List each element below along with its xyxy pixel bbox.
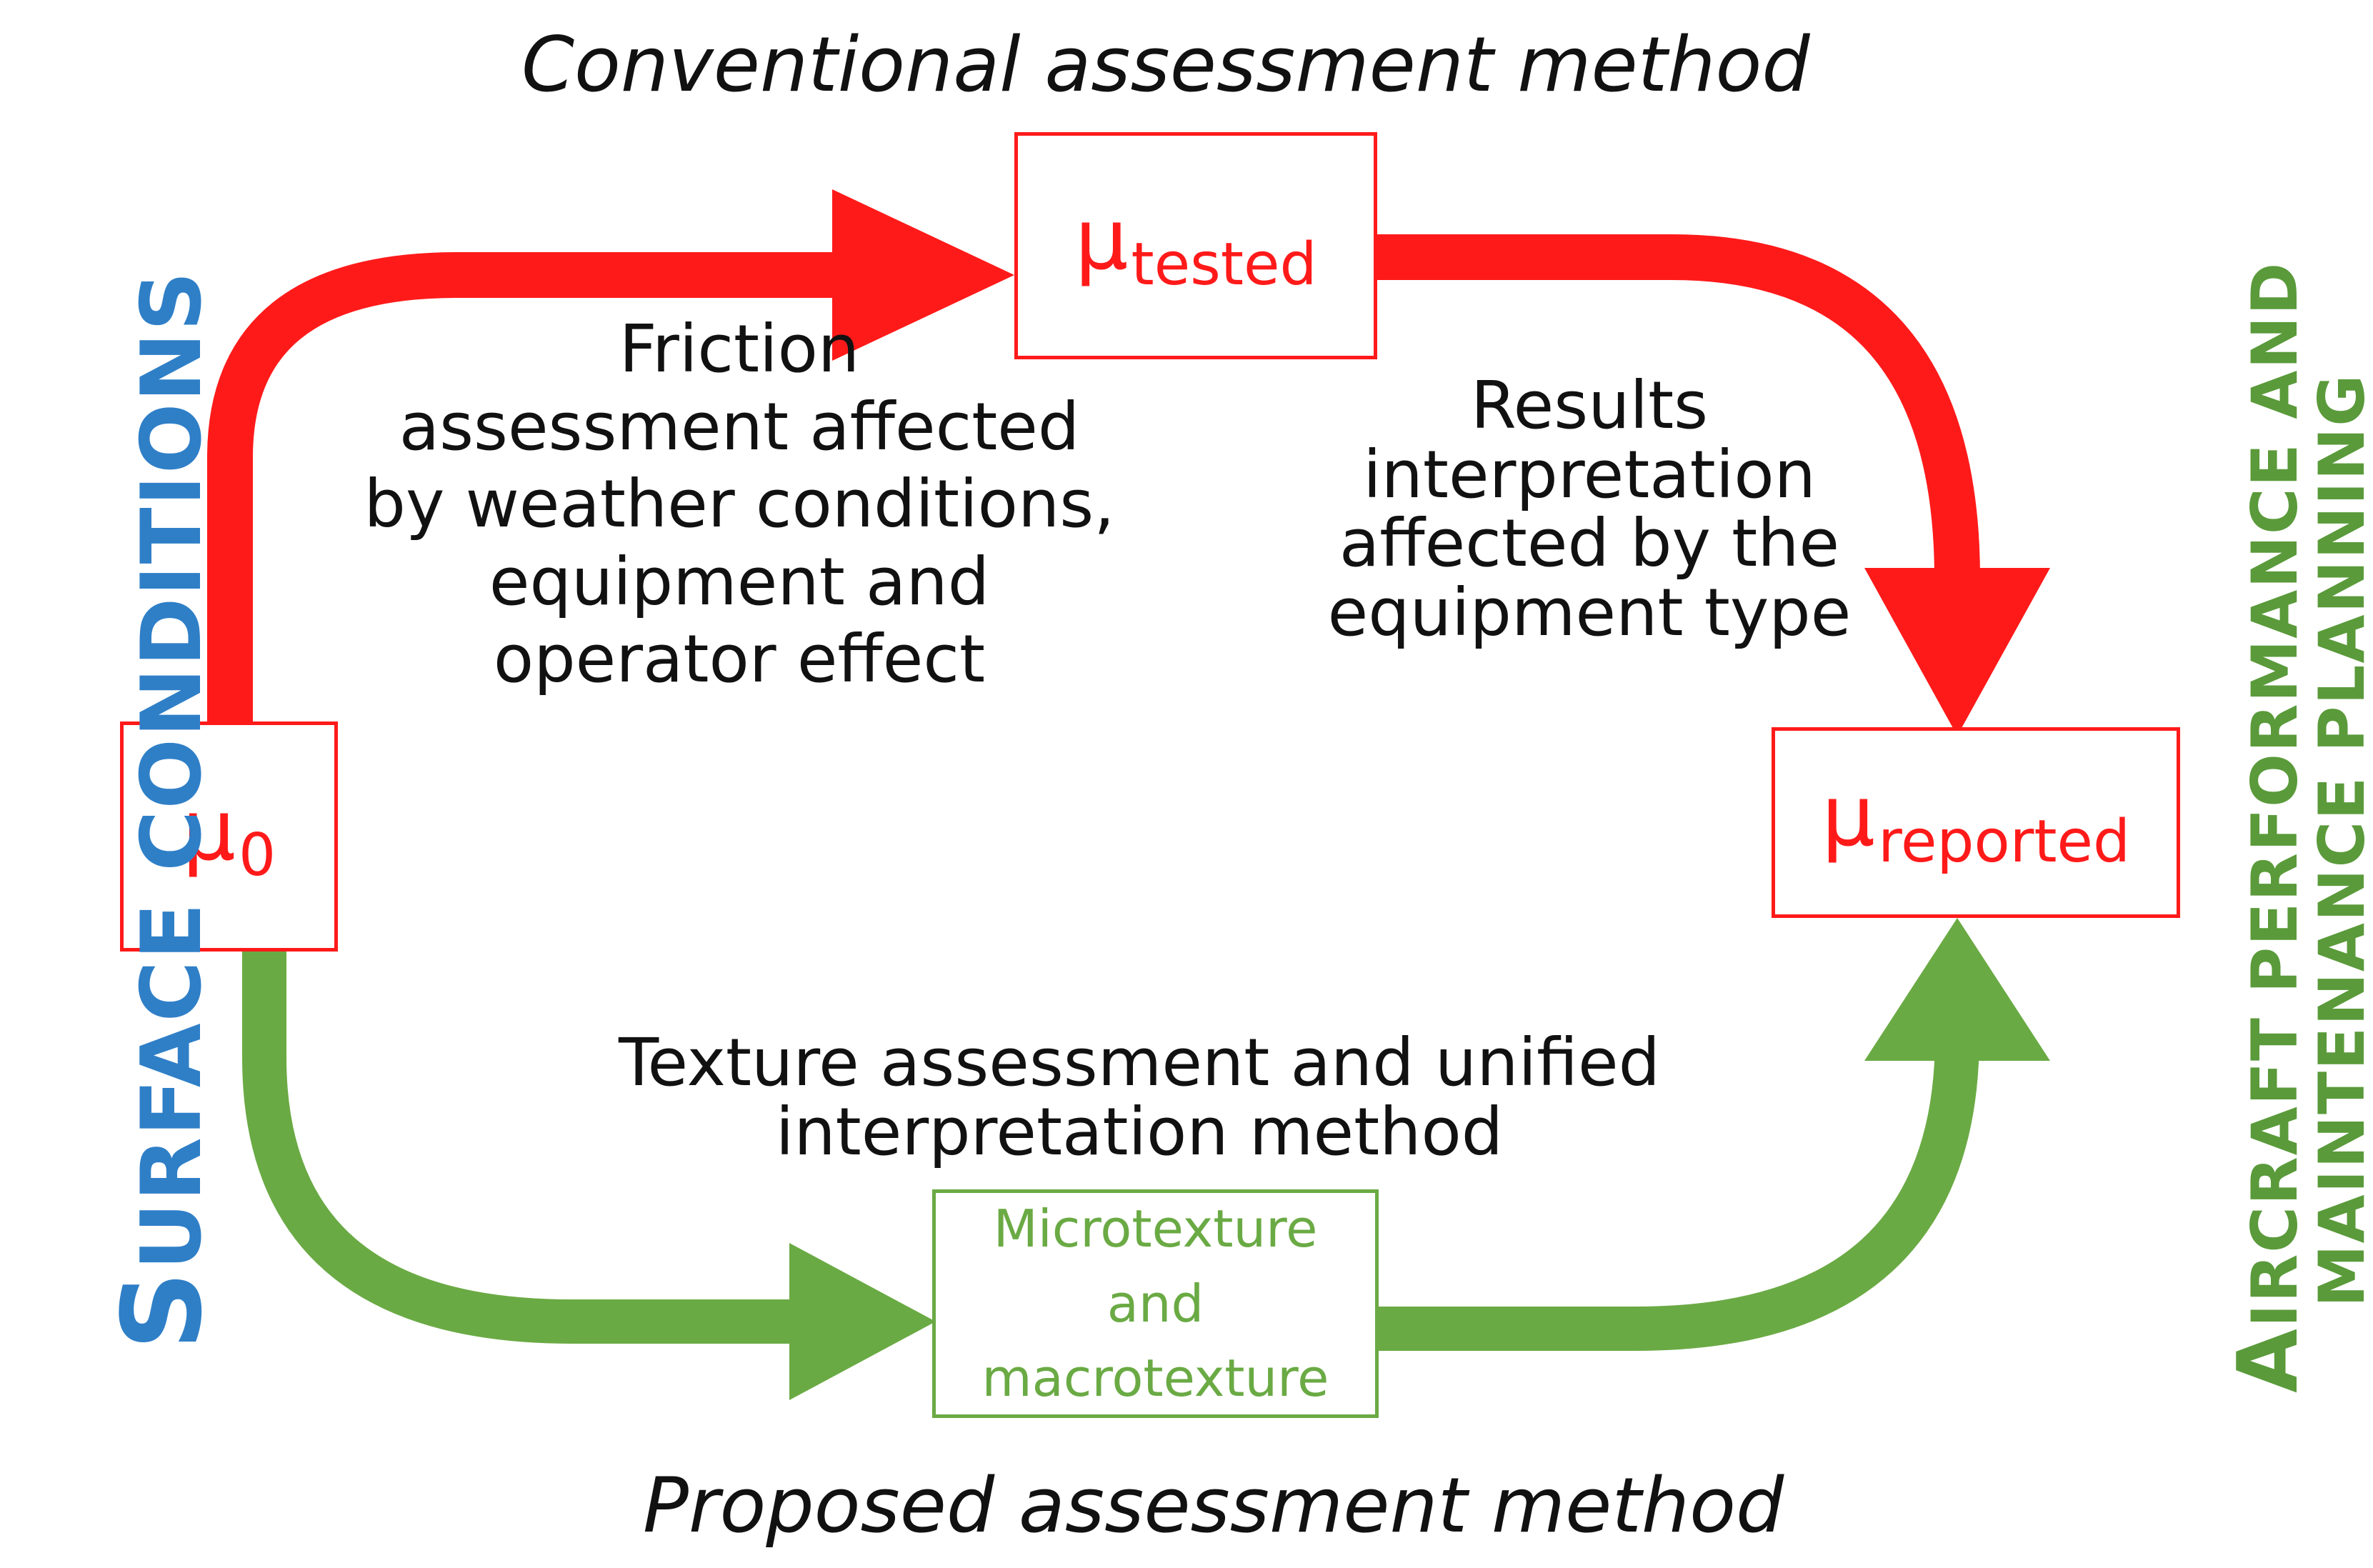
red-arrowhead-to-reported — [1864, 568, 2050, 736]
mu-tested-label: μtested — [1074, 189, 1317, 299]
surface-conditions-label: SURFACE CONDITIONS — [99, 269, 226, 1350]
mu-reported-label: μreported — [1821, 766, 2131, 876]
results-line-2: interpretation — [1363, 436, 1816, 513]
green-path-to-texture — [242, 950, 793, 1344]
friction-annotation: Friction assessment affected by weather … — [314, 311, 1164, 699]
green-arrowhead-to-texture — [789, 1243, 936, 1400]
red-path-to-tested — [207, 252, 836, 721]
green-path-to-reported — [1375, 1035, 1979, 1351]
red-path-to-reported — [1375, 234, 1980, 579]
proposed-method-title: Proposed assessment method — [643, 1462, 1784, 1549]
mu-zero-label: μ0 — [181, 780, 276, 890]
texture-line-3: macrotexture — [981, 1348, 1329, 1409]
texture-method-line-2: interpretation method — [775, 1093, 1504, 1170]
friction-line-5: operator effect — [493, 621, 986, 698]
conventional-method-title: Conventional assessment method — [521, 21, 1810, 109]
texture-box: Microtexture and macrotexture — [932, 1189, 1379, 1418]
texture-line-2: and — [1106, 1273, 1204, 1334]
mu-reported-box: μreported — [1772, 727, 2180, 918]
friction-line-2: assessment affected — [399, 388, 1080, 465]
results-annotation: Results interpretation affected by the e… — [1279, 371, 1900, 647]
texture-method-annotation: Texture assessment and unified interpret… — [564, 1024, 1714, 1170]
green-arrowhead-to-reported — [1864, 918, 2050, 1061]
friction-line-3: by weather conditions, — [364, 466, 1115, 543]
texture-line-1: Microtexture — [993, 1199, 1318, 1259]
friction-line-1: Friction — [619, 311, 860, 387]
mu-zero-box: μ0 — [120, 721, 338, 952]
texture-method-line-1: Texture assessment and unified — [618, 1024, 1661, 1101]
results-line-4: equipment type — [1327, 574, 1852, 651]
results-line-1: Results — [1470, 367, 1709, 444]
mu-tested-box: μtested — [1014, 132, 1377, 359]
aircraft-performance-label: AIRCRAFT PERFORMANCE AND — [2220, 261, 2317, 1393]
results-line-3: affected by the — [1339, 505, 1840, 582]
red-arrowhead-to-tested — [832, 189, 1014, 361]
friction-line-4: equipment and — [489, 543, 990, 620]
maintenance-planning-label: MAINTENANCE PLANNING — [2305, 373, 2373, 1307]
